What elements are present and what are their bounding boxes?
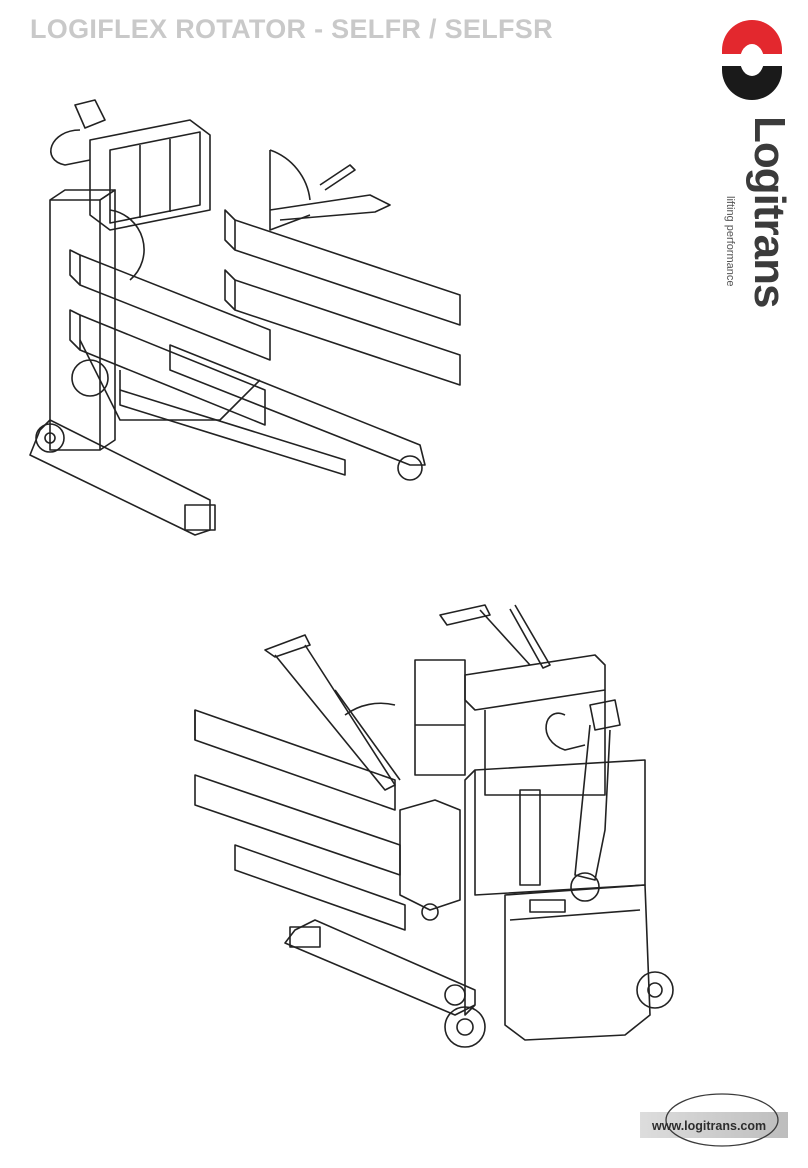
website-url: www.logitrans.com (652, 1119, 767, 1133)
website-badge-icon (640, 1093, 788, 1147)
brand-block: Logitrans lifting performance (706, 116, 796, 310)
brand-tagline: lifting performance (724, 196, 736, 287)
logitrans-logo-icon (722, 20, 782, 100)
rotator-rear-view-drawing (194, 604, 674, 1048)
rotator-front-view-drawing (29, 99, 461, 536)
brand-name: Logitrans (745, 116, 794, 308)
document-title: LOGIFLEX ROTATOR - SELFR / SELFSR (30, 14, 553, 44)
